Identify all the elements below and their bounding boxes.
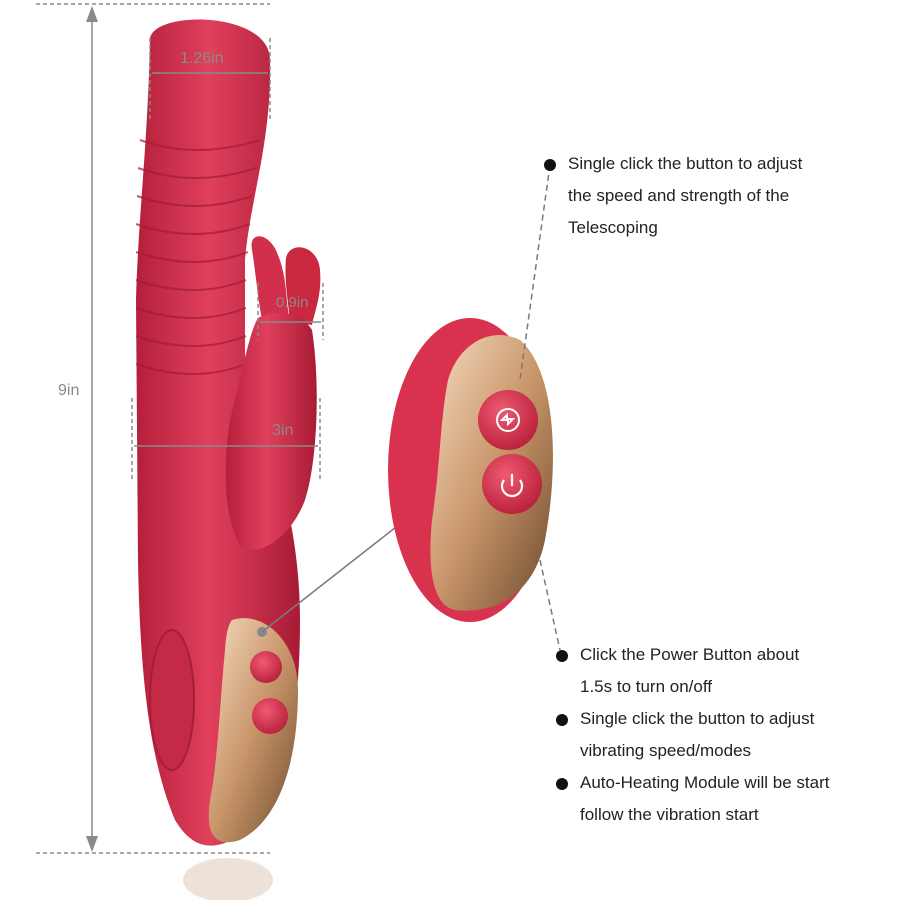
callout-line: vibrating speed/modes	[580, 741, 752, 760]
callout-power: Click the Power Button about 1.5s to tur…	[556, 639, 890, 703]
bullet-icon	[544, 159, 556, 171]
power-icon	[500, 474, 524, 498]
ear-width-label: 0.9in	[276, 294, 309, 311]
bullet-icon	[556, 714, 568, 726]
bullet-icon	[556, 778, 568, 790]
callout-vibration: Single click the button to adjust vibrat…	[556, 703, 890, 767]
callout-telescoping: Single click the button to adjust the sp…	[544, 148, 888, 244]
callout-line: follow the vibration start	[580, 805, 759, 824]
callout-heating: Auto-Heating Module will be start follow…	[556, 767, 890, 831]
height-dimension	[36, 3, 270, 854]
callout-line: Auto-Heating Module will be start	[580, 773, 830, 792]
shaft-width-label: 3in	[272, 422, 294, 439]
callout-line: the speed and strength of the	[568, 186, 790, 205]
control-zoom	[261, 164, 561, 651]
top-width-label: 1.26in	[180, 50, 224, 67]
bullet-icon	[556, 650, 568, 662]
mode-icon	[496, 408, 520, 432]
width-dimensions	[131, 38, 324, 480]
callout-line: Telescoping	[568, 218, 658, 237]
callout-line: Single click the button to adjust	[580, 709, 815, 728]
product-body	[135, 19, 321, 900]
height-label: 9in	[58, 382, 80, 399]
callout-line: 1.5s to turn on/off	[580, 677, 712, 696]
callout-line: Click the Power Button about	[580, 645, 800, 664]
callout-line: Single click the button to adjust	[568, 154, 803, 173]
